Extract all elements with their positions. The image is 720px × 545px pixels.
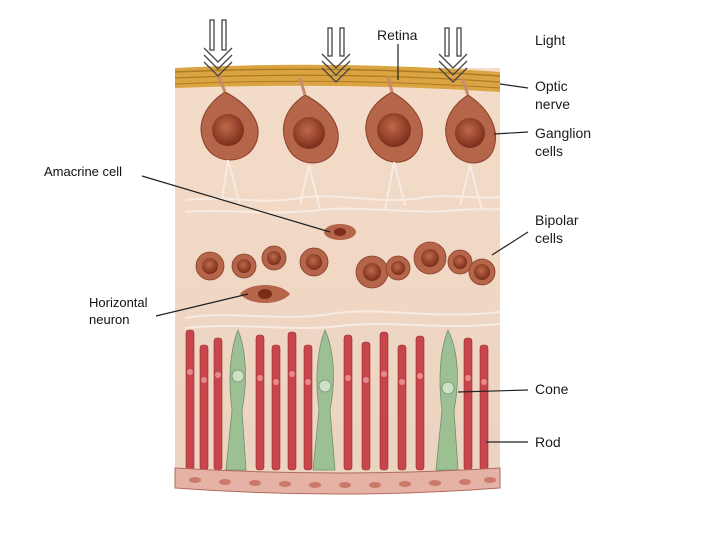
cones	[225, 328, 459, 471]
light-arrow	[203, 19, 233, 77]
leader-cone	[457, 389, 529, 393]
outer-plexiform-layer	[184, 310, 501, 329]
label-bipolar-line2: cells	[535, 230, 564, 246]
leader-optic-nerve	[499, 83, 529, 89]
light-arrow	[438, 27, 468, 83]
label-ganglion-line1: Ganglion	[535, 125, 592, 141]
label-retina: Retina	[377, 27, 418, 43]
rod-nuclei	[187, 369, 487, 385]
label-horizontal-line1: Horizontal	[89, 295, 148, 310]
label-optic-line2: nerve	[535, 96, 571, 112]
label-bipolar-line1: Bipolar	[535, 212, 579, 228]
ganglion-nuclei	[212, 113, 485, 149]
light-arrow	[321, 27, 351, 83]
label-ganglion-line2: cells	[535, 143, 564, 159]
bipolar-nuclei	[202, 249, 490, 281]
label-rod: Rod	[535, 434, 561, 450]
leader-lines	[141, 44, 529, 443]
leader-amacrine	[141, 175, 331, 233]
leader-ganglion	[493, 131, 529, 135]
cone-cell	[435, 329, 459, 471]
ganglion-axons	[216, 74, 470, 96]
label-optic-line1: Optic	[535, 78, 568, 94]
leader-horizontal	[155, 293, 249, 317]
bipolar-cells	[195, 241, 496, 289]
inner-plexiform-layer	[184, 159, 501, 214]
pigment-epithelium	[174, 467, 501, 495]
light-arrows	[203, 19, 468, 83]
label-horizontal-line2: neuron	[89, 312, 130, 327]
cone-nuclei	[231, 369, 455, 395]
leader-bipolar	[491, 231, 529, 256]
label-amacrine: Amacrine cell	[44, 164, 123, 179]
cone-cell	[225, 328, 247, 471]
label-cone: Cone	[535, 381, 569, 397]
label-light: Light	[535, 32, 566, 48]
rods	[185, 329, 489, 471]
cone-cell	[312, 328, 336, 471]
epithelium-nuclei	[189, 477, 496, 488]
